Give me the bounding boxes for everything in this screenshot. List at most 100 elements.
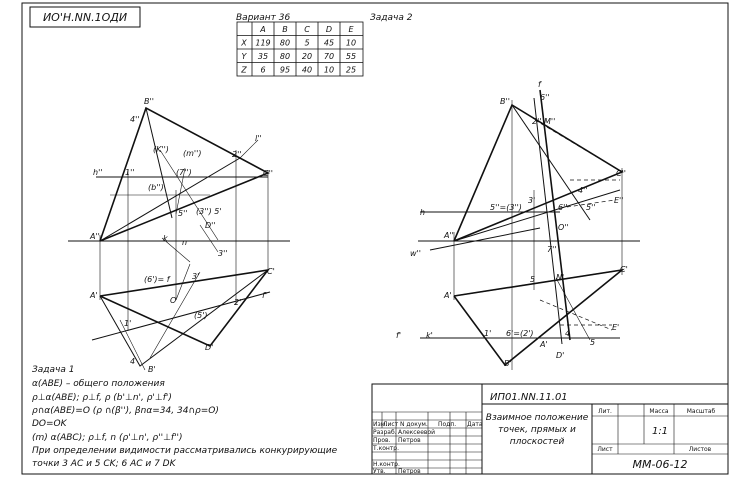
svg-text:B: B bbox=[282, 25, 288, 34]
svg-text:25: 25 bbox=[346, 66, 356, 75]
svg-text:w'': w'' bbox=[410, 249, 421, 258]
svg-text:B': B' bbox=[148, 365, 156, 374]
svg-text:A'': A'' bbox=[89, 232, 100, 241]
svg-text:Пров.: Пров. bbox=[373, 437, 391, 444]
svg-text:Утв.: Утв. bbox=[373, 468, 386, 475]
task1-line: точки 3 AC и 5 CK; 6 AC и 7 DK bbox=[32, 459, 177, 469]
left-frontal-triangle bbox=[99, 106, 270, 242]
svg-text:Листов: Листов bbox=[689, 446, 712, 453]
svg-text:45: 45 bbox=[324, 39, 334, 48]
svg-text:k: k bbox=[163, 234, 168, 243]
svg-text:Масса: Масса bbox=[649, 408, 668, 415]
svg-text:Дата: Дата bbox=[467, 421, 483, 428]
svg-text:Взаимное положение: Взаимное положение bbox=[486, 413, 589, 423]
svg-text:f': f' bbox=[262, 291, 267, 300]
svg-text:7'': 7'' bbox=[547, 245, 557, 254]
svg-text:E': E' bbox=[612, 323, 619, 332]
svg-text:80: 80 bbox=[280, 52, 290, 61]
svg-text:55: 55 bbox=[346, 52, 356, 61]
svg-text:A'': A'' bbox=[443, 231, 454, 240]
svg-text:40: 40 bbox=[302, 66, 312, 75]
svg-text:E: E bbox=[348, 25, 354, 34]
svg-text:A': A' bbox=[443, 291, 452, 300]
svg-text:C': C' bbox=[620, 265, 628, 274]
svg-text:A': A' bbox=[89, 291, 98, 300]
svg-text:l'': l'' bbox=[255, 134, 262, 143]
svg-text:точек, прямых и: точек, прямых и bbox=[498, 425, 576, 435]
svg-text:Н.контр.: Н.контр. bbox=[373, 461, 400, 468]
svg-text:1': 1' bbox=[484, 329, 491, 338]
svg-text:5: 5 bbox=[530, 275, 535, 284]
svg-text:2': 2' bbox=[234, 298, 241, 307]
svg-text:Петров: Петров bbox=[398, 437, 421, 444]
variant-row-z: Z 6 95 40 10 25 bbox=[240, 66, 356, 75]
variant-row-y: Y 35 80 20 70 55 bbox=[242, 52, 357, 61]
svg-text:f': f' bbox=[396, 331, 401, 340]
svg-text:C: C bbox=[304, 25, 310, 34]
svg-text:1'': 1'' bbox=[125, 168, 135, 177]
svg-text:2'': 2'' bbox=[232, 150, 242, 159]
svg-text:(b''): (b'') bbox=[148, 183, 164, 192]
svg-text:6'': 6'' bbox=[558, 203, 568, 212]
svg-text:6'=(2'): 6'=(2') bbox=[506, 329, 534, 338]
svg-text:f: f bbox=[538, 80, 542, 89]
svg-text:(K''): (K'') bbox=[153, 145, 169, 154]
variant-label: Вариант 36 bbox=[236, 13, 290, 23]
svg-text:(3'') 5': (3'') 5' bbox=[196, 207, 222, 216]
svg-text:(5'): (5') bbox=[194, 311, 208, 320]
svg-text:Изм.: Изм. bbox=[373, 421, 387, 428]
svg-text:h: h bbox=[420, 208, 425, 217]
task1-line: ρ∩α(ABE)=O (ρ ∩(β''), βnα=34, 34∩ρ=O) bbox=[32, 406, 219, 416]
svg-text:Лист: Лист bbox=[597, 446, 613, 453]
left-drawing: B'' 4'' (K'') (m'') l'' h'' 1'' (7'') 2'… bbox=[68, 97, 290, 374]
svg-text:Разраб.: Разраб. bbox=[373, 429, 397, 436]
svg-text:k': k' bbox=[426, 331, 433, 340]
svg-text:C'': C'' bbox=[263, 169, 273, 178]
svg-text:4: 4 bbox=[565, 329, 570, 338]
variant-table: A B C D E X 119 80 5 45 10 Y 35 80 20 70… bbox=[236, 21, 364, 77]
svg-text:10: 10 bbox=[324, 66, 334, 75]
svg-text:B'': B'' bbox=[500, 97, 510, 106]
left-horizontal-triangle bbox=[99, 268, 270, 347]
svg-text:Т.контр.: Т.контр. bbox=[372, 445, 399, 452]
svg-text:35: 35 bbox=[258, 52, 268, 61]
task1-line: (m) α(ABC); ρ⊥f, n (ρ'⊥n', ρ''⊥f'') bbox=[32, 433, 183, 443]
svg-text:N': N' bbox=[556, 273, 564, 282]
title-block: Изм. Лист N докум. Подп. Дата Разраб. Пр… bbox=[371, 383, 729, 475]
svg-text:5: 5 bbox=[304, 39, 309, 48]
svg-text:(6')= f: (6')= f bbox=[144, 275, 171, 284]
svg-text:Масштаб: Масштаб bbox=[687, 408, 716, 415]
svg-text:Лист: Лист bbox=[383, 421, 399, 428]
svg-text:70: 70 bbox=[324, 52, 334, 61]
svg-text:(7''): (7'') bbox=[176, 168, 192, 177]
svg-text:C'': C'' bbox=[616, 169, 626, 178]
svg-text:3': 3' bbox=[528, 196, 535, 205]
scale: 1:1 bbox=[652, 426, 668, 437]
svg-text:119: 119 bbox=[255, 39, 270, 48]
svg-text:3'': 3'' bbox=[218, 249, 228, 258]
header-stamp: ИО'Н.NN.1ОДИ bbox=[29, 6, 141, 28]
svg-text:(m''): (m'') bbox=[183, 149, 201, 158]
svg-text:O: O bbox=[170, 296, 176, 305]
svg-text:A: A bbox=[259, 25, 265, 34]
org-code: ММ-06-12 bbox=[633, 458, 688, 471]
variant-row-x: X 119 80 5 45 10 bbox=[240, 39, 356, 48]
svg-text:4'': 4'' bbox=[130, 115, 140, 124]
svg-text:Z: Z bbox=[240, 66, 247, 75]
svg-text:D: D bbox=[326, 25, 332, 34]
svg-text:O'': O'' bbox=[558, 223, 569, 232]
svg-text:5'': 5'' bbox=[586, 203, 596, 212]
svg-text:20: 20 bbox=[302, 52, 312, 61]
svg-text:D': D' bbox=[556, 351, 564, 360]
svg-text:1': 1' bbox=[124, 319, 131, 328]
svg-text:4'': 4'' bbox=[578, 186, 588, 195]
right-drawing: f 6'' B'' 2'' M'' C'' 4'' E'' h 5''=(3''… bbox=[396, 80, 640, 370]
task1-line: ρ⊥α(ABE); ρ⊥f, ρ (b'⊥n', ρ'⊥f') bbox=[32, 393, 172, 403]
svg-text:5''=(3''): 5''=(3'') bbox=[490, 203, 522, 212]
svg-text:6'': 6'' bbox=[540, 93, 550, 102]
svg-text:4: 4 bbox=[130, 357, 135, 366]
variant-header-row: A B C D E bbox=[259, 25, 354, 34]
task1-line: DO=OK bbox=[32, 419, 68, 429]
svg-text:n: n bbox=[182, 238, 187, 247]
